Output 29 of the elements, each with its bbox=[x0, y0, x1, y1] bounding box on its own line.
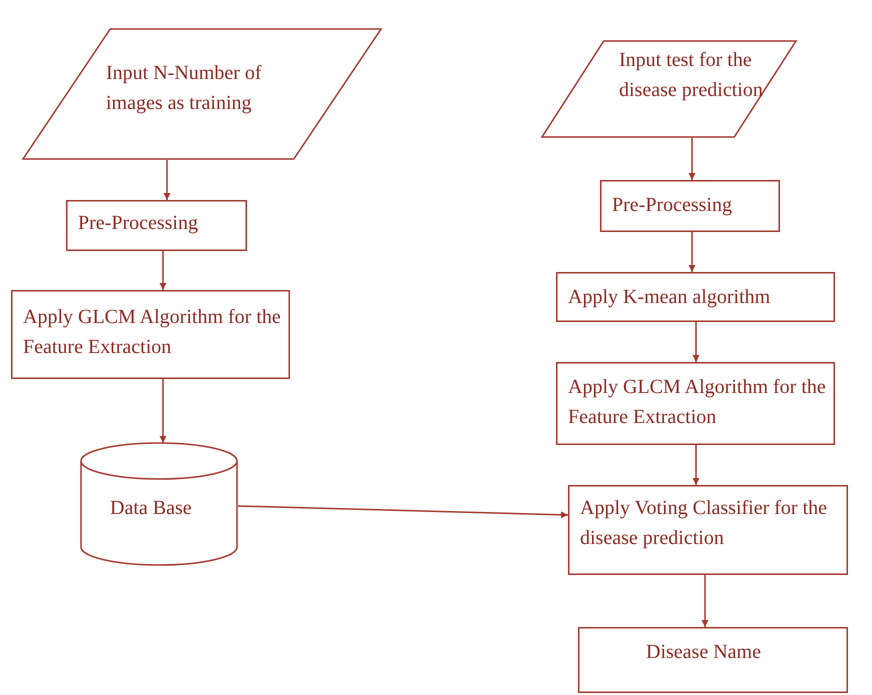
arrow bbox=[160, 251, 166, 290]
node-label: Pre-Processing bbox=[612, 193, 733, 218]
output-box bbox=[578, 627, 848, 693]
process-box bbox=[568, 485, 848, 575]
arrow bbox=[688, 232, 696, 272]
node-label: Pre-Processing bbox=[78, 211, 199, 236]
arrow bbox=[238, 505, 568, 518]
node-label: Disease Name bbox=[646, 640, 762, 665]
process-box bbox=[556, 362, 835, 445]
arrow bbox=[692, 445, 700, 485]
node-label: Apply Voting Classifier for the disease prediction bbox=[580, 496, 828, 551]
process-box bbox=[11, 290, 290, 379]
input-parallelogram bbox=[541, 40, 797, 138]
process-box bbox=[600, 180, 780, 232]
process-box bbox=[556, 272, 835, 322]
database-cylinder bbox=[80, 443, 238, 565]
process-box bbox=[66, 200, 247, 251]
arrow bbox=[688, 138, 696, 180]
arrow bbox=[692, 322, 700, 362]
node-label: Apply GLCM Algorithm for the Feature Extraction bbox=[568, 375, 827, 430]
node-label: Apply K-mean algorithm bbox=[568, 285, 772, 310]
arrow bbox=[164, 160, 170, 200]
node-label: Input test for the disease prediction bbox=[619, 48, 764, 103]
node-label: Input N-Number of images as training bbox=[106, 61, 263, 116]
arrow bbox=[702, 575, 708, 627]
arrow bbox=[160, 379, 166, 443]
node-label: Apply GLCM Algorithm for the Feature Extraction bbox=[23, 305, 282, 360]
input-parallelogram bbox=[22, 28, 382, 160]
node-label: Data Base bbox=[110, 496, 193, 521]
